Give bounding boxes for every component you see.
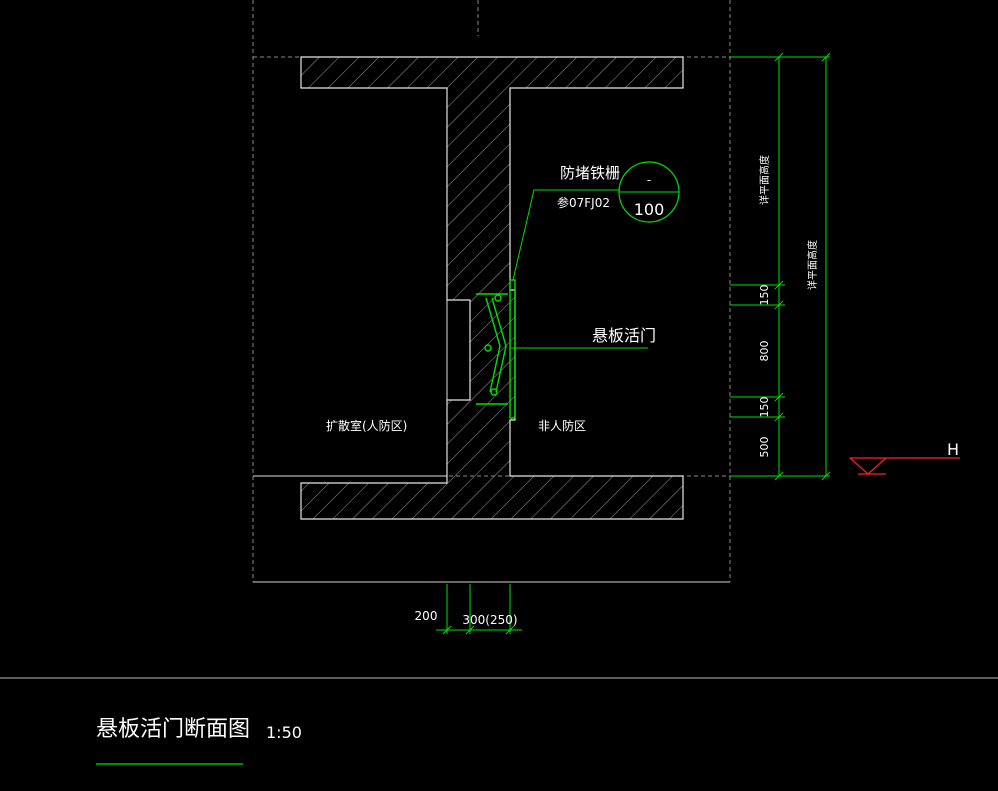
dim-500: 500 <box>758 437 771 458</box>
dim-800: 800 <box>758 341 771 362</box>
room-outlines <box>253 88 448 477</box>
grille-title: 防堵铁栅 <box>560 164 620 182</box>
vertical-note-1: 详平面高度 <box>758 155 771 205</box>
dim-150-top: 150 <box>758 285 771 306</box>
concrete-section <box>300 56 684 520</box>
right-dimensions <box>730 52 831 481</box>
bottom-dimensions <box>436 584 522 635</box>
dim-bottom-left: 200 <box>415 609 438 623</box>
bubble-top: - <box>647 173 651 187</box>
level-mark: H <box>947 440 959 459</box>
drawing-title: 悬板活门断面图 <box>96 717 250 742</box>
dim-150-bottom: 150 <box>758 397 771 418</box>
detail-bubble <box>618 161 680 223</box>
bubble-bottom: 100 <box>634 200 665 219</box>
flap-door <box>476 279 516 419</box>
vertical-note-2: 详平面高度 <box>806 240 819 290</box>
door-label: 悬板活门 <box>592 326 656 345</box>
grille-ref: 参07FJ02 <box>557 195 610 210</box>
drawing-scale: 1:50 <box>266 723 302 742</box>
dim-bottom-wall: 300(250) <box>462 613 517 627</box>
leader-lines <box>510 189 648 349</box>
room-right-label: 非人防区 <box>538 418 586 433</box>
level-marker <box>849 457 960 475</box>
room-left-label: 扩散室(人防区) <box>326 418 407 433</box>
